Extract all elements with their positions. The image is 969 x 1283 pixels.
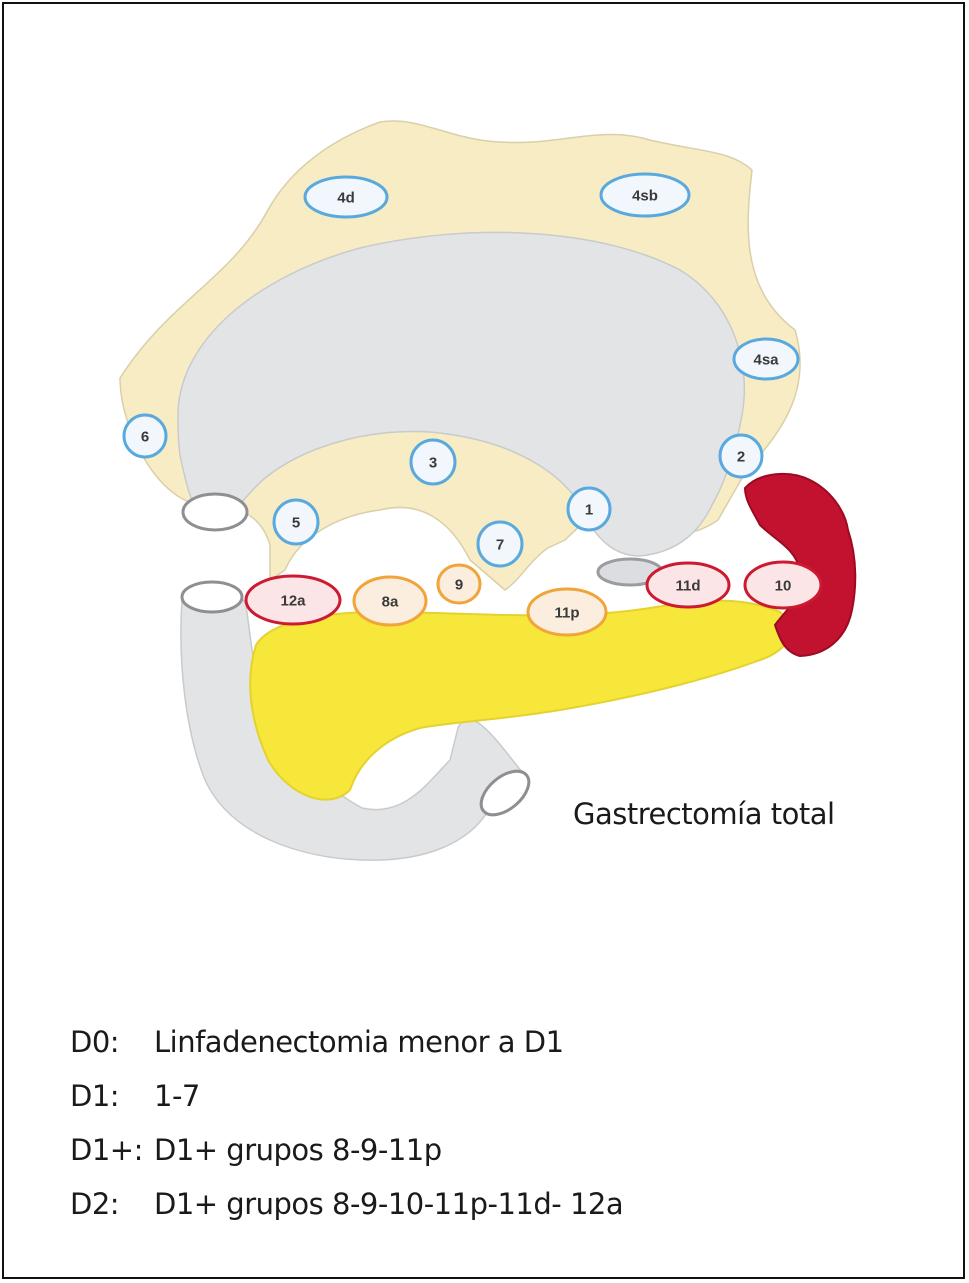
lymph-node-marker bbox=[352, 575, 428, 627]
legend-row-d0: D0: Linfadenectomia menor a D1 bbox=[70, 1015, 623, 1069]
legend-row-d1: D1: 1-7 bbox=[70, 1069, 623, 1123]
lymph-node-label: 4sa bbox=[753, 352, 779, 369]
lymph-node-11p: 11p bbox=[526, 587, 608, 637]
legend-code: D0: bbox=[70, 1025, 120, 1059]
lymph-node-marker bbox=[244, 574, 342, 626]
legend-row-d2: D2: D1+ grupos 8-9-10-11p-11d- 12a bbox=[70, 1177, 624, 1231]
legend-row-d1plus: D1+: D1+ grupos 8-9-11p bbox=[70, 1123, 623, 1177]
lymph-node-5: 5 bbox=[272, 498, 320, 546]
lymph-node-10: 10 bbox=[743, 560, 823, 610]
lymph-node-label: 9 bbox=[455, 577, 463, 594]
lymph-node-marker bbox=[566, 486, 612, 532]
duodenum-lumen-lower bbox=[479, 769, 531, 817]
legend-code: D2: bbox=[70, 1187, 120, 1221]
lymph-node-label: 11p bbox=[554, 605, 579, 622]
lymph-node-marker bbox=[409, 438, 457, 486]
lymph-nodes: 4d 4sb 4sa 6 3 2 1 5 7 9 12a 8a 11p 11d 10 bbox=[122, 172, 823, 637]
lymph-node-4sa: 4sa bbox=[732, 337, 800, 381]
pylorus-lumen bbox=[181, 492, 249, 532]
lymph-node-marker bbox=[526, 587, 608, 637]
diagram-caption: Gastrectomía total bbox=[573, 797, 835, 831]
lymph-node-marker bbox=[272, 498, 320, 546]
legend-text: D1+ grupos 8-9-11p bbox=[154, 1133, 442, 1167]
lymph-node-4d: 4d bbox=[303, 175, 389, 219]
legend-text: Linfadenectomia menor a D1 bbox=[154, 1025, 564, 1059]
lymph-node-marker bbox=[645, 561, 731, 609]
lymph-node-label: 6 bbox=[141, 429, 149, 446]
lymph-node-label: 4sb bbox=[632, 188, 658, 205]
lymph-node-2: 2 bbox=[718, 433, 764, 479]
lymph-node-1: 1 bbox=[566, 486, 612, 532]
duodenum-lumen-upper bbox=[180, 580, 244, 614]
lymph-node-marker bbox=[436, 563, 482, 605]
lymph-node-label: 11d bbox=[675, 578, 700, 595]
lymph-node-11d: 11d bbox=[645, 561, 731, 609]
lymph-node-7: 7 bbox=[476, 520, 524, 568]
lymph-node-marker bbox=[732, 337, 800, 381]
lymph-node-8a: 8a bbox=[352, 575, 428, 627]
lymph-node-label: 2 bbox=[737, 449, 745, 466]
lymph-node-marker bbox=[476, 520, 524, 568]
legend-code: D1: bbox=[70, 1079, 120, 1113]
pancreas bbox=[249, 599, 792, 801]
lymph-node-label: 7 bbox=[496, 537, 504, 554]
lymph-node-6: 6 bbox=[122, 413, 168, 459]
legend-text: 1-7 bbox=[154, 1079, 200, 1113]
lymph-node-label: 10 bbox=[775, 578, 792, 595]
legend-code: D1+: bbox=[70, 1133, 143, 1167]
lymph-node-marker bbox=[599, 172, 691, 218]
lymph-node-12a: 12a bbox=[244, 574, 342, 626]
lymph-node-marker bbox=[303, 175, 389, 219]
lymph-node-label: 12a bbox=[280, 593, 306, 610]
lymph-node-label: 4d bbox=[337, 190, 355, 207]
legend-text: D1+ grupos 8-9-10-11p-11d- 12a bbox=[154, 1187, 624, 1221]
lymph-node-marker bbox=[718, 433, 764, 479]
lymph-node-9: 9 bbox=[436, 563, 482, 605]
dissection-legend: D0: Linfadenectomia menor a D1 D1: 1-7 D… bbox=[70, 1015, 624, 1231]
lymph-node-marker bbox=[122, 413, 168, 459]
lymph-node-label: 1 bbox=[585, 502, 593, 519]
lymph-node-label: 3 bbox=[429, 455, 437, 472]
lymph-node-marker bbox=[743, 560, 823, 610]
lymph-node-label: 5 bbox=[292, 515, 300, 532]
lymph-node-4sb: 4sb bbox=[599, 172, 691, 218]
lymph-node-label: 8a bbox=[382, 594, 399, 611]
lymph-node-3: 3 bbox=[409, 438, 457, 486]
